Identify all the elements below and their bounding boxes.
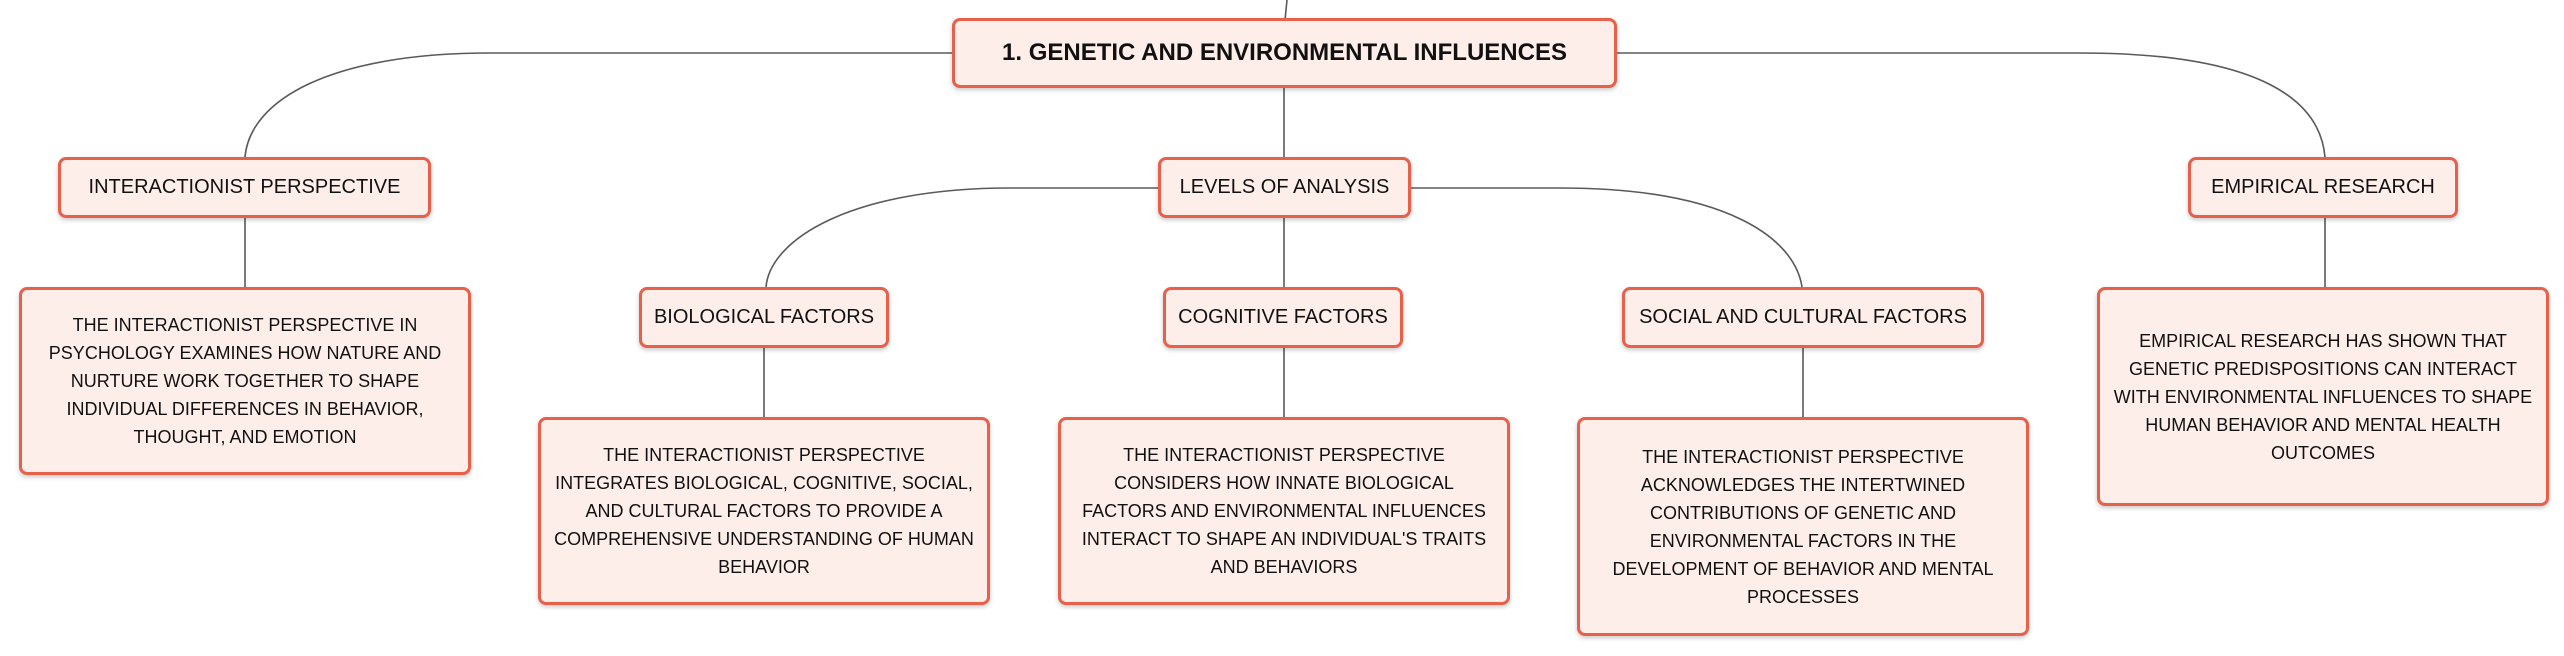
node-biological-factors[interactable]: BIOLOGICAL FACTORS: [639, 287, 889, 348]
detail-biological-factors[interactable]: THE INTERACTIONIST PERSPECTIVE INTEGRATE…: [538, 417, 990, 605]
interactionist-detail-text: THE INTERACTIONIST PERSPECTIVE IN PSYCHO…: [48, 315, 442, 447]
connector-root-empirical: [1617, 52, 2326, 158]
interactionist-perspective-label: INTERACTIONIST PERSPECTIVE: [88, 176, 401, 198]
connector-levels-biological: [765, 187, 1158, 288]
detail-interactionist-perspective[interactable]: THE INTERACTIONIST PERSPECTIVE IN PSYCHO…: [19, 287, 471, 475]
biological-factors-label: BIOLOGICAL FACTORS: [653, 306, 875, 328]
detail-cognitive-factors[interactable]: THE INTERACTIONIST PERSPECTIVE CONSIDERS…: [1058, 417, 1510, 605]
detail-social-cultural-factors[interactable]: THE INTERACTIONIST PERSPECTIVE ACKNOWLED…: [1577, 417, 2029, 636]
node-cognitive-factors[interactable]: COGNITIVE FACTORS: [1163, 287, 1403, 348]
root-node[interactable]: 1. GENETIC AND ENVIRONMENTAL INFLUENCES: [952, 18, 1617, 88]
detail-empirical-research[interactable]: EMPIRICAL RESEARCH HAS SHOWN THAT GENETI…: [2097, 287, 2549, 506]
connector-root-parent: [1284, 0, 1288, 21]
connector-root-interactionist: [244, 52, 952, 158]
social-cultural-factors-label: SOCIAL AND CULTURAL FACTORS: [1639, 306, 1967, 328]
node-social-cultural-factors[interactable]: SOCIAL AND CULTURAL FACTORS: [1622, 287, 1984, 348]
empirical-research-label: EMPIRICAL RESEARCH: [2211, 176, 2435, 198]
cognitive-factors-label: COGNITIVE FACTORS: [1178, 306, 1388, 328]
levels-of-analysis-label: LEVELS OF ANALYSIS: [1179, 176, 1390, 198]
biological-detail-text: THE INTERACTIONIST PERSPECTIVE INTEGRATE…: [554, 445, 974, 577]
cognitive-detail-text: THE INTERACTIONIST PERSPECTIVE CONSIDERS…: [1081, 445, 1487, 577]
node-levels-of-analysis[interactable]: LEVELS OF ANALYSIS: [1158, 157, 1411, 218]
node-interactionist-perspective[interactable]: INTERACTIONIST PERSPECTIVE: [58, 157, 431, 218]
root-label: 1. GENETIC AND ENVIRONMENTAL INFLUENCES: [1002, 39, 1567, 66]
node-empirical-research[interactable]: EMPIRICAL RESEARCH: [2188, 157, 2458, 218]
connector-levels-social: [1411, 187, 1803, 288]
social-cultural-detail-text: THE INTERACTIONIST PERSPECTIVE ACKNOWLED…: [1612, 446, 1994, 607]
empirical-detail-text: EMPIRICAL RESEARCH HAS SHOWN THAT GENETI…: [2113, 330, 2533, 463]
